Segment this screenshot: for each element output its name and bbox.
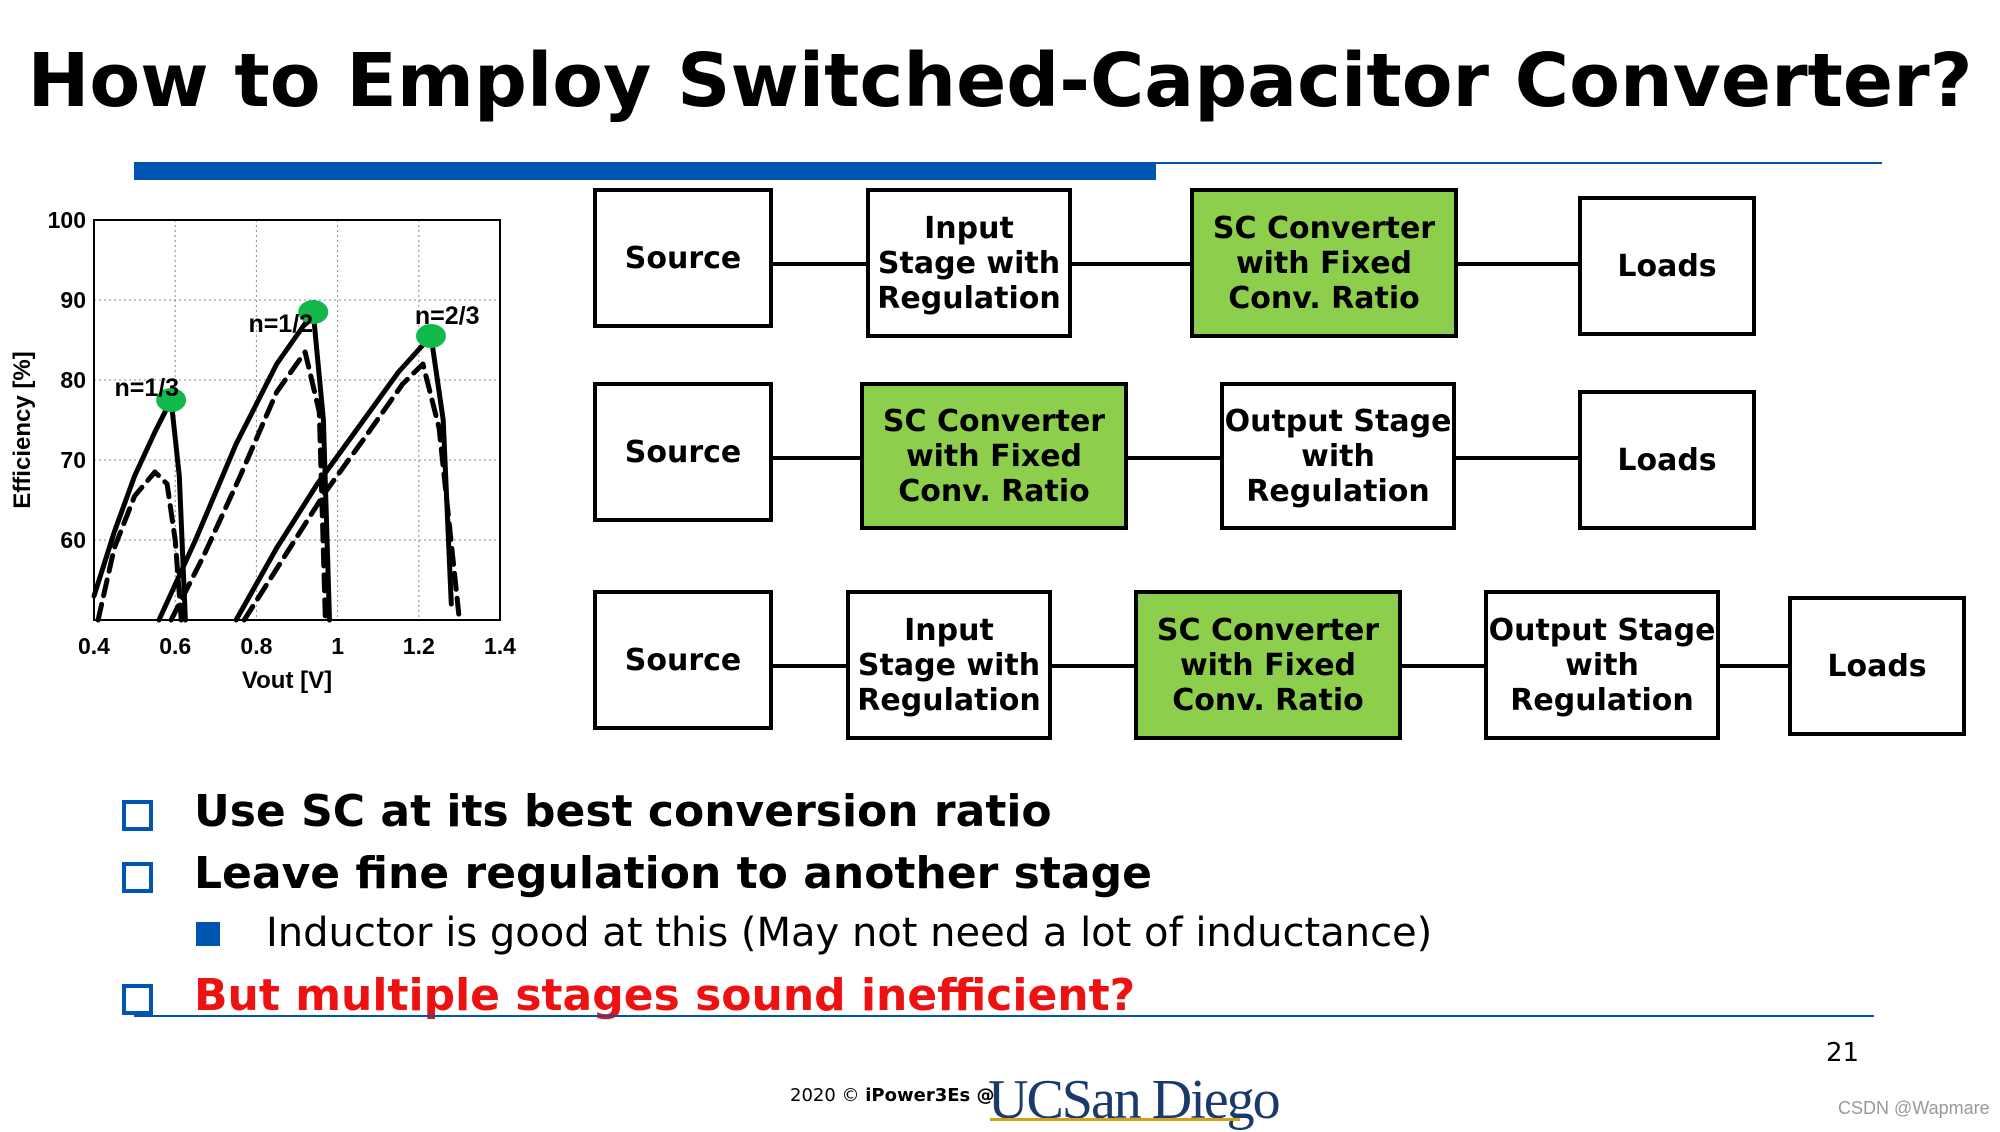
y-tick-label: 100 — [48, 207, 86, 233]
x-tick-label: 0.4 — [78, 633, 110, 659]
series-line-5 — [241, 361, 462, 623]
connector-line — [773, 262, 866, 266]
y-tick-label: 60 — [60, 527, 86, 553]
title-rule-thick — [134, 162, 1156, 180]
connector-line — [1072, 262, 1190, 266]
x-tick-label: 1.4 — [484, 633, 516, 659]
plot-frame — [93, 219, 501, 621]
bullet-square-icon — [122, 800, 153, 831]
block-loads: Loads — [1578, 390, 1756, 530]
bullet-text: But multiple stages sound inefficient? — [194, 970, 1136, 1021]
bullet-square-icon — [122, 862, 153, 893]
peak-marker — [298, 300, 329, 324]
block-output-stage: Output Stage with Regulation — [1484, 590, 1720, 740]
chart-series — [91, 309, 462, 623]
series-line-3 — [168, 349, 328, 623]
title-rule-thin — [1156, 162, 1882, 164]
ratio-annotation: n=1/2 — [248, 310, 313, 338]
connector-line — [1720, 664, 1788, 668]
x-tick-label: 0.6 — [159, 633, 191, 659]
x-tick-label: 1 — [331, 633, 344, 659]
connector-line — [1458, 262, 1578, 266]
y-tick-label: 90 — [60, 287, 86, 313]
bullet-square-icon — [122, 984, 153, 1015]
bullet-text: Use SC at its best conversion ratio — [194, 786, 1052, 837]
y-axis-label: Efficiency [%] — [9, 351, 36, 508]
x-tick-label: 0.8 — [240, 633, 272, 659]
series-line-1 — [95, 469, 184, 623]
block-sc-converter: SC Converter with Fixed Conv. Ratio — [860, 382, 1128, 530]
chart-annotations: n=1/3 n=1/2 n=2/3 — [114, 302, 479, 402]
ratio-annotation: n=1/3 — [114, 374, 179, 402]
block-input: Input Stage with Regulation — [866, 188, 1072, 338]
series-line-0 — [91, 397, 188, 623]
y-tick-label: 80 — [60, 367, 86, 393]
chart-markers — [156, 300, 446, 412]
block-loads: Loads — [1788, 596, 1966, 736]
connector-line — [1456, 456, 1578, 460]
bottom-rule — [134, 1015, 1874, 1017]
connector-line — [773, 456, 860, 460]
chart-ticks: 0.4 0.6 0.8 1 1.2 1.4 60 70 80 90 100 — [48, 207, 517, 659]
series-line-2 — [156, 309, 332, 623]
page-number: 21 — [1826, 1038, 1860, 1068]
peak-marker — [156, 388, 187, 412]
block-sc-converter: SC Converter with Fixed Conv. Ratio — [1134, 590, 1402, 740]
x-axis-label: Vout [V] — [242, 667, 332, 694]
ratio-annotation: n=2/3 — [415, 302, 480, 330]
connector-line — [1402, 664, 1484, 668]
block-source: Source — [593, 188, 773, 328]
slide-title: How to Employ Switched-Capacitor Convert… — [27, 38, 1973, 124]
block-source: Source — [593, 590, 773, 730]
block-loads: Loads — [1578, 196, 1756, 336]
logo-underline — [990, 1118, 1240, 1121]
watermark: CSDN @Wapmare — [1838, 1098, 1990, 1118]
connector-line — [773, 664, 846, 668]
bullet-text: Leave fine regulation to another stage — [194, 848, 1152, 899]
peak-marker — [415, 324, 446, 348]
footer-text: 2020 © — [790, 1085, 866, 1106]
connector-line — [1052, 664, 1134, 668]
connector-line — [1128, 456, 1220, 460]
y-tick-label: 70 — [60, 447, 86, 473]
series-line-4 — [233, 333, 454, 623]
block-output-stage: Output Stage with Regulation — [1220, 382, 1456, 530]
footer-copyright: 2020 © iPower3Es @ — [790, 1085, 995, 1106]
footer-brand: iPower3Es @ — [865, 1085, 995, 1106]
block-source: Source — [593, 382, 773, 522]
block-input: Input Stage with Regulation — [846, 590, 1052, 740]
sub-bullet-square-icon — [196, 922, 220, 946]
sub-bullet-text: Inductor is good at this (May not need a… — [266, 910, 1433, 956]
block-sc-converter: SC Converter with Fixed Conv. Ratio — [1190, 188, 1458, 338]
ucsd-logo: UCSan Diego — [988, 1069, 1281, 1131]
x-tick-label: 1.2 — [403, 633, 435, 659]
chart-grid — [93, 219, 501, 621]
